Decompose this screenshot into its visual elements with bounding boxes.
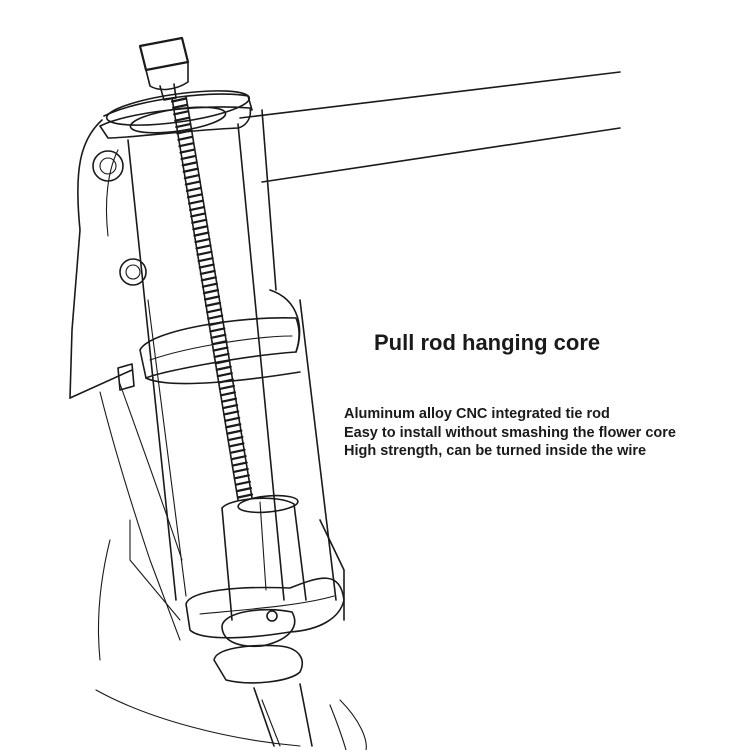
thread-line bbox=[198, 263, 215, 269]
thread-line bbox=[216, 372, 233, 378]
thread-line bbox=[229, 448, 246, 454]
threaded-rod bbox=[170, 95, 254, 501]
thread-line bbox=[178, 142, 195, 148]
thread-line bbox=[180, 154, 197, 161]
thread-line bbox=[233, 474, 250, 480]
thread-line bbox=[203, 295, 221, 301]
thread-line bbox=[194, 237, 211, 244]
thread-line bbox=[174, 116, 191, 122]
thread-line bbox=[219, 391, 237, 397]
thread-line bbox=[176, 129, 193, 135]
thread-line bbox=[187, 199, 205, 205]
thread-line bbox=[232, 467, 249, 474]
thread-line bbox=[212, 346, 229, 352]
thread-line bbox=[211, 340, 228, 346]
thread-line bbox=[210, 333, 227, 339]
thread-line bbox=[200, 276, 217, 282]
thread-line bbox=[225, 423, 242, 429]
thread-line bbox=[186, 193, 204, 199]
thread-line bbox=[185, 186, 203, 193]
thread-line bbox=[231, 461, 248, 467]
thread-line bbox=[179, 148, 196, 154]
thread-line bbox=[188, 205, 206, 212]
thread-line bbox=[193, 231, 210, 237]
thread-line bbox=[182, 167, 199, 173]
thread-line bbox=[218, 384, 236, 391]
thread-line bbox=[234, 480, 251, 486]
thread-line bbox=[171, 103, 189, 109]
feature-item: High strength, can be turned inside the … bbox=[344, 443, 647, 459]
thread-line bbox=[202, 289, 220, 295]
bike-frame bbox=[69, 71, 621, 750]
thread-line bbox=[230, 455, 247, 461]
thread-line bbox=[227, 435, 244, 442]
thread-line bbox=[220, 397, 238, 403]
thread-line bbox=[177, 135, 194, 141]
thread-line bbox=[197, 257, 214, 263]
thread-line bbox=[199, 269, 216, 276]
feature-item: Aluminum alloy CNC integrated tie rod bbox=[344, 406, 610, 422]
page-title: Pull rod hanging core bbox=[374, 330, 601, 355]
head-tube bbox=[99, 93, 285, 601]
middle-clamp-ring bbox=[139, 289, 301, 385]
thread-line bbox=[209, 327, 226, 333]
thread-line bbox=[190, 212, 207, 218]
thread-line bbox=[201, 282, 218, 288]
thread-line bbox=[181, 161, 198, 167]
hanging-core-sleeve bbox=[221, 494, 307, 622]
thread-line bbox=[236, 493, 254, 499]
lower-bearing bbox=[213, 644, 313, 747]
thread-line bbox=[223, 410, 240, 416]
thread-line bbox=[184, 180, 201, 186]
thread-line bbox=[206, 308, 223, 314]
thread-line bbox=[215, 365, 232, 371]
thread-line bbox=[204, 301, 222, 307]
thread-line bbox=[221, 403, 239, 410]
thread-line bbox=[192, 225, 209, 231]
top-cap bbox=[105, 90, 251, 134]
feature-list: Aluminum alloy CNC integrated tie rod Ea… bbox=[344, 405, 676, 461]
thread-line bbox=[228, 442, 245, 448]
thread-line bbox=[224, 416, 241, 422]
thread-line bbox=[235, 487, 253, 493]
thread-line bbox=[207, 314, 224, 320]
lower-clamp-ring bbox=[185, 577, 345, 648]
thread-line bbox=[226, 429, 243, 435]
thread-line bbox=[183, 174, 200, 180]
feature-item: Easy to install without smashing the flo… bbox=[344, 424, 676, 441]
thread-line bbox=[213, 352, 230, 359]
thread-line bbox=[191, 218, 208, 224]
thread-line bbox=[173, 110, 190, 116]
thread-line bbox=[195, 244, 212, 250]
thread-line bbox=[175, 122, 192, 129]
thread-line bbox=[196, 250, 213, 256]
bolt-head bbox=[138, 36, 190, 101]
thread-line bbox=[170, 97, 188, 103]
